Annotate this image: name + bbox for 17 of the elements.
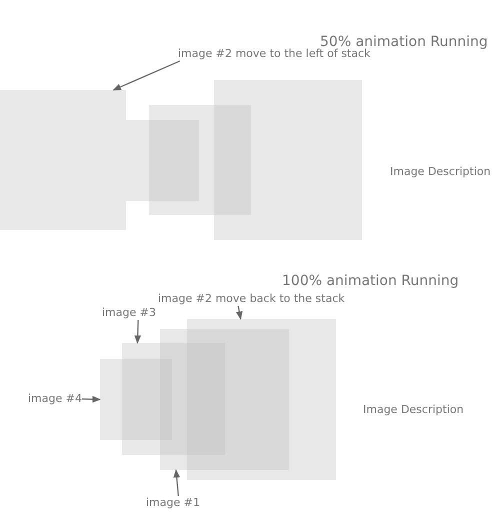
image-description: Image Description <box>390 164 491 179</box>
image-description: Image Description <box>363 402 464 417</box>
stage-heading: 50% animation Running <box>320 33 488 50</box>
arrow <box>236 306 243 320</box>
callout-label: image #1 <box>146 496 200 510</box>
image-placeholder <box>214 80 362 240</box>
callout-label: image #2 move back to the stack <box>158 292 345 306</box>
callout-label: image #2 move to the left of stack <box>178 47 370 61</box>
image-placeholder <box>187 319 336 480</box>
image-placeholder <box>0 90 126 230</box>
arrow <box>112 60 180 91</box>
arrow <box>134 320 142 344</box>
callout-label: image #3 <box>102 306 156 320</box>
stage-heading: 100% animation Running <box>282 272 459 290</box>
arrow <box>173 469 180 496</box>
arrow <box>82 396 101 403</box>
callout-label: image #4 <box>28 392 82 406</box>
